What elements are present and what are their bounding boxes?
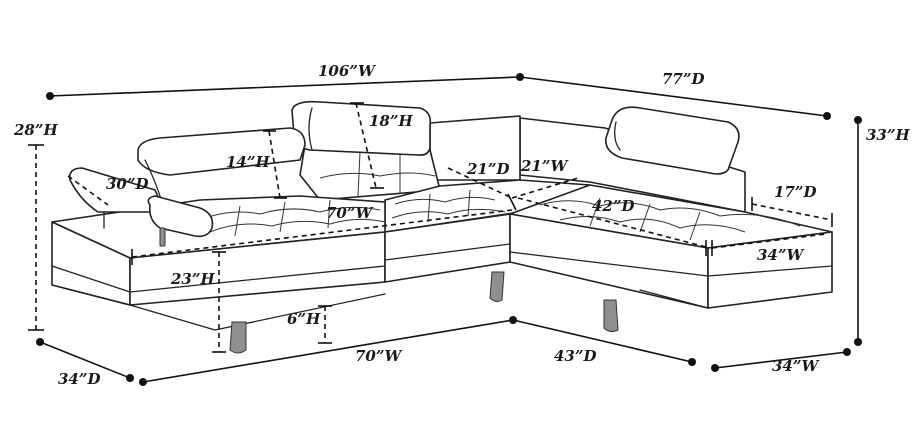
sectional-sofa-illustration <box>51 100 833 354</box>
seat-height-label: 23”H <box>170 270 216 288</box>
chaise-seat-depth-label: 17”D <box>774 183 817 201</box>
left-depth-label: 34”D <box>58 370 101 388</box>
seat-width-label: 70”W <box>326 204 375 222</box>
dimension-labels: 106”W 77”D 28”H 33”H 18”H 14”H 30”D 21”D… <box>13 62 911 388</box>
dimension-lines <box>28 73 862 386</box>
right-width-label: 34”W <box>772 357 821 375</box>
chaise-seat-width-label: 34”W <box>757 246 806 264</box>
bottom-width-label: 70”W <box>355 347 404 365</box>
armrest-height-label: 14”H <box>226 153 271 171</box>
bottom-depth-label: 43”D <box>554 347 597 365</box>
armrest-depth-label: 30”D <box>106 175 149 193</box>
corner-depth-label: 21”D <box>466 160 510 178</box>
leg-height-label: 6”H <box>287 310 321 328</box>
total-height-label: 33”H <box>866 126 911 144</box>
chaise-depth-label: 42”D <box>592 197 635 215</box>
overall-width-label: 106”W <box>318 62 377 80</box>
overall-depth-label: 77”D <box>662 70 705 88</box>
headrest-height-label: 18”H <box>369 112 414 130</box>
corner-width-label: 21”W <box>520 157 570 175</box>
back-height-label: 28”H <box>13 121 59 139</box>
